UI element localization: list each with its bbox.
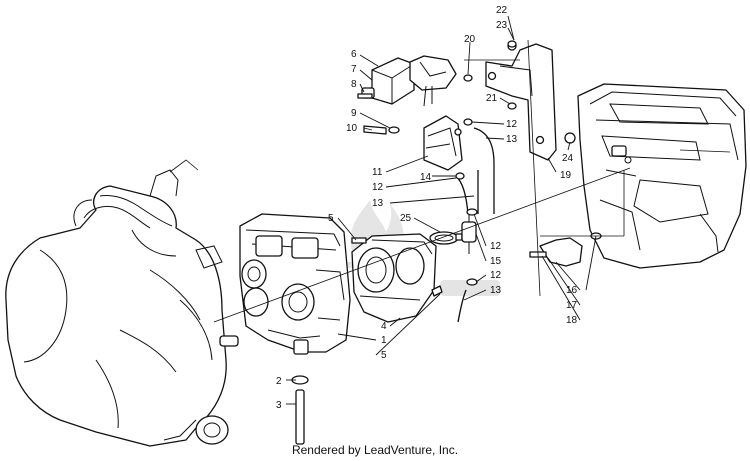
fuel-hoses (455, 127, 495, 323)
callout-13: 13 (506, 134, 518, 145)
callout-22: 22 (496, 5, 508, 16)
callout-23: 23 (496, 20, 508, 31)
callout-7: 7 (351, 64, 357, 75)
callout-17: 17 (566, 300, 578, 311)
callout-12: 12 (490, 241, 502, 252)
callout-10: 10 (346, 123, 358, 134)
callout-12: 12 (372, 182, 384, 193)
callout-5: 5 (381, 350, 387, 361)
callout-19: 19 (560, 170, 572, 181)
callout-11: 11 (372, 167, 383, 178)
callout-25: 25 (400, 213, 412, 224)
mount-bracket (485, 41, 557, 161)
callout-4: 4 (381, 321, 387, 332)
carburetor-housing (239, 213, 351, 355)
callout-1: 1 (381, 335, 387, 346)
callout-5: 5 (328, 213, 334, 224)
callout-3: 3 (276, 400, 282, 411)
intake-silencer (351, 233, 437, 323)
callout-12: 12 (490, 270, 502, 281)
callout-8: 8 (351, 79, 357, 90)
leader-lines (286, 15, 597, 405)
fuel-filter (461, 214, 477, 254)
callout-2: 2 (276, 376, 282, 387)
callout-20: 20 (464, 34, 476, 45)
callout-14: 14 (420, 172, 432, 183)
callout-6: 6 (351, 49, 357, 60)
callout-18: 18 (566, 315, 578, 326)
callout-13: 13 (372, 198, 384, 209)
callout-13: 13 (490, 285, 502, 296)
engine-outline (5, 159, 239, 447)
callout-9: 9 (351, 108, 357, 119)
fasteners (291, 40, 602, 445)
callout-15: 15 (490, 256, 502, 267)
callout-12: 12 (506, 119, 518, 130)
callout-labels: 22 23 20 6 7 8 9 10 21 12 13 24 11 12 14… (276, 5, 578, 411)
callout-16: 16 (566, 285, 578, 296)
render-credit: Rendered by LeadVenture, Inc. (291, 443, 459, 457)
control-module (361, 55, 457, 107)
callout-21: 21 (486, 93, 498, 104)
air-silencer-box (577, 83, 747, 269)
assembly-lines (213, 39, 631, 323)
callout-24: 24 (562, 153, 574, 164)
hose-clamp (429, 231, 463, 245)
fuel-pump (423, 115, 463, 171)
